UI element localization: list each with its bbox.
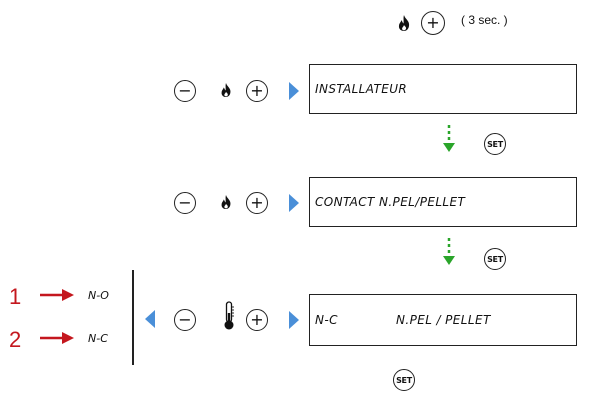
option-number: 1 <box>9 284 22 309</box>
set-button[interactable]: SET <box>484 133 506 155</box>
set-button[interactable]: SET <box>393 369 415 391</box>
flame-icon <box>221 83 231 97</box>
plus-button[interactable]: + <box>246 192 268 214</box>
plus-button[interactable]: + <box>421 11 445 35</box>
plus-symbol: + <box>250 310 264 329</box>
display-text: INSTALLATEUR <box>315 82 408 96</box>
display-value: N-C <box>315 313 338 327</box>
option-number: 2 <box>9 327 22 352</box>
pointer-right-icon <box>289 311 299 329</box>
set-label: SET <box>487 139 503 149</box>
red-arrow-icon <box>40 332 74 344</box>
minus-button[interactable]: − <box>174 80 196 102</box>
minus-symbol: − <box>178 81 192 100</box>
hold-duration-hint: ( 3 sec. ) <box>461 13 508 27</box>
minus-symbol: − <box>178 193 192 212</box>
plus-button[interactable]: + <box>246 309 268 331</box>
plus-symbol: + <box>426 13 440 32</box>
pointer-right-icon <box>289 82 299 100</box>
flame-icon <box>221 195 231 209</box>
display-nc-pellet: N-C N.PEL / PELLET <box>309 294 577 346</box>
set-label: SET <box>396 375 412 385</box>
option-value: N-C <box>88 332 108 345</box>
red-arrow-icon <box>40 289 74 301</box>
display-text: N.PEL / PELLET <box>396 313 491 327</box>
separator-line <box>132 270 134 365</box>
set-label: SET <box>487 254 503 264</box>
pointer-right-icon <box>289 194 299 212</box>
minus-button[interactable]: − <box>174 309 196 331</box>
flame-icon <box>398 15 410 31</box>
minus-symbol: − <box>178 310 192 329</box>
thermometer-icon <box>224 301 234 330</box>
display-contact-pellet: CONTACT N.PEL/PELLET <box>309 177 577 227</box>
display-text: CONTACT N.PEL/PELLET <box>315 195 466 209</box>
minus-button[interactable]: − <box>174 192 196 214</box>
pointer-left-icon <box>145 310 155 328</box>
display-installateur: INSTALLATEUR <box>309 64 577 114</box>
down-arrow-icon <box>443 125 455 152</box>
down-arrow-icon <box>443 238 455 265</box>
plus-button[interactable]: + <box>246 80 268 102</box>
option-value: N-O <box>88 289 109 302</box>
plus-symbol: + <box>250 81 264 100</box>
set-button[interactable]: SET <box>484 248 506 270</box>
plus-symbol: + <box>250 193 264 212</box>
